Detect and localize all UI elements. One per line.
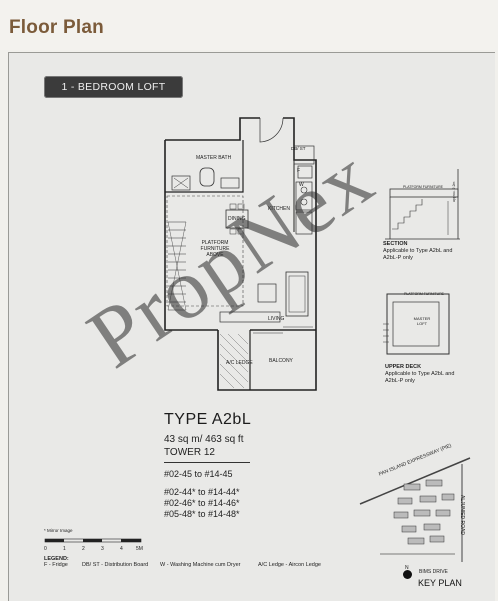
upper-deck-caption: UPPER DECK Applicable to Type A2bL and A… xyxy=(385,364,467,385)
unit-area: 43 sq m/ 463 sq ft xyxy=(164,434,244,445)
legend-item: DB/ ST - Distribution Board xyxy=(82,562,149,568)
header-bar: Floor Plan xyxy=(0,0,498,50)
upper-deck-room-label: MASTER LOFT xyxy=(413,316,431,326)
unit-range-mirror: #05-48* to #14-48* xyxy=(164,509,240,519)
upper-deck-caption-body: Applicable to Type A2bL and A2bL-P only xyxy=(385,371,455,384)
section-caption-body: Applicable to Type A2bL and A2bL-P only xyxy=(383,248,453,261)
room-label-living: LIVING xyxy=(268,316,285,322)
legend-item: W - Washing Machine cum Dryer xyxy=(160,562,241,568)
page-title: Floor Plan xyxy=(9,17,104,38)
upper-deck-caption-title: UPPER DECK xyxy=(385,364,422,370)
section-drawing xyxy=(385,169,460,240)
scale-tick: 5M xyxy=(136,546,143,552)
room-label-dining: DINING xyxy=(228,216,246,222)
room-label-ac-ledge: A/C LEDGE xyxy=(226,360,253,366)
unit-type-title: TYPE A2bL xyxy=(164,411,252,428)
scale-bar xyxy=(44,538,142,543)
key-plan-road-aljunied: ALJUNIED ROAD xyxy=(459,495,465,536)
scale-tick: 1 xyxy=(63,546,66,552)
upper-deck-platform-label: PLATFORM FURNITURE xyxy=(404,292,444,296)
key-plan-drive-label: BIMS DRIVE xyxy=(419,569,448,575)
north-indicator-icon xyxy=(403,570,412,579)
unit-type-badge: 1 - BEDROOM LOFT xyxy=(44,76,183,98)
floor-plan-drawing xyxy=(164,117,317,391)
section-platform-label: PLATFORM FURNITURE xyxy=(403,185,443,189)
mirror-image-note: * Mirror Image xyxy=(44,528,73,533)
divider xyxy=(164,462,250,463)
upper-deck-drawing xyxy=(383,293,450,355)
section-caption: SECTION Applicable to Type A2bL and A2bL… xyxy=(383,241,463,262)
room-label-master-bath: MASTER BATH xyxy=(196,155,232,161)
section-caption-title: SECTION xyxy=(383,241,408,247)
legend-title: LEGEND: xyxy=(44,556,69,562)
scale-tick: 3 xyxy=(101,546,104,552)
legend-item: A/C Ledge - Aircon Ledge xyxy=(258,562,321,568)
unit-range-primary: #02-45 to #14-45 xyxy=(164,469,233,479)
legend-item: F - Fridge xyxy=(44,562,68,568)
unit-range-mirror: #02-44* to #14-44* xyxy=(164,487,240,497)
key-plan-title: KEY PLAN xyxy=(418,578,462,588)
tower-label: TOWER 12 xyxy=(164,447,215,458)
room-label-balcony: BALCONY xyxy=(269,358,293,364)
scale-tick: 4 xyxy=(120,546,123,552)
scale-tick: 2 xyxy=(82,546,85,552)
room-label-db: DB/ ST xyxy=(291,146,306,151)
section-height-label: approx. 2.2m xyxy=(452,181,456,202)
scale-tick: 0 xyxy=(44,546,47,552)
brochure-sheet xyxy=(8,52,495,601)
north-label: N xyxy=(405,565,409,571)
room-label-platform: PLATFORM FURNITURE ABOVE xyxy=(200,240,230,258)
room-label-kitchen: KITCHEN xyxy=(268,206,290,212)
room-label-fridge: F xyxy=(297,168,301,174)
room-label-washer: W xyxy=(299,182,304,188)
unit-range-mirror-list: #02-44* to #14-44* #02-46* to #14-46* #0… xyxy=(164,487,240,520)
key-plan-map xyxy=(359,457,471,562)
unit-range-mirror: #02-46* to #14-46* xyxy=(164,498,240,508)
